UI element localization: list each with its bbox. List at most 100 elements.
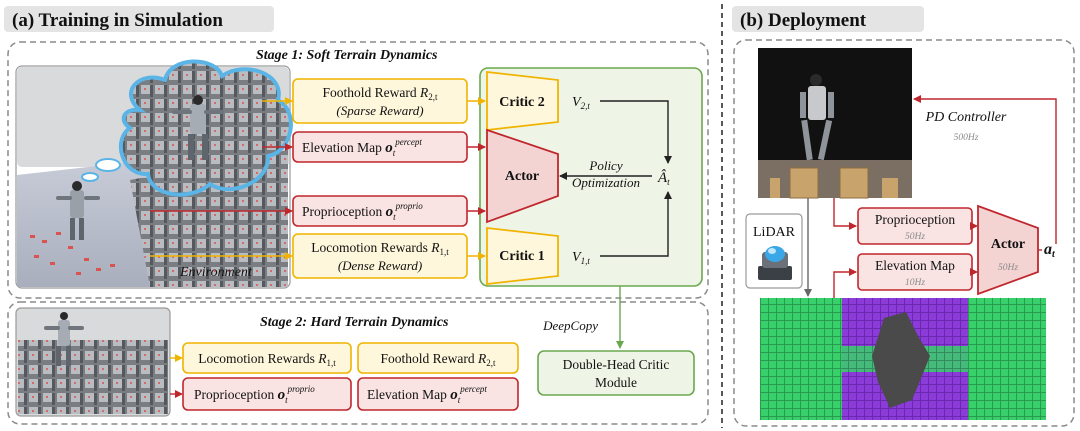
locomotion-rewards-label: Locomotion Rewards — [311, 240, 428, 255]
pd-controller-freq: 500Hz — [954, 133, 979, 143]
critic-module-line2: Module — [595, 375, 637, 390]
pd-controller-label: PD Controller — [925, 110, 1007, 125]
foothold-reward-note: (Sparse Reward) — [336, 103, 423, 118]
deploy-elevation-box: Elevation Map 10Hz — [857, 253, 973, 291]
svg-text:Elevation Map otpercept: Elevation Map otpercept — [367, 384, 487, 405]
critic-module-line1: Double-Head Critic — [563, 357, 670, 372]
v1-label: V1,t — [572, 250, 590, 266]
stage1-frame — [7, 41, 709, 299]
stage2-elevation-label: Elevation Map — [367, 387, 447, 402]
deployment-frame — [733, 39, 1075, 427]
svg-text:Locomotion Rewards R1,t: Locomotion Rewards R1,t — [311, 240, 449, 257]
stage2-image — [15, 307, 171, 417]
action-label: at — [1044, 241, 1056, 260]
critic2-label: Critic 2 — [499, 95, 544, 110]
stage2-frame — [7, 301, 709, 425]
svg-text:Foothold Reward R2,t: Foothold Reward R2,t — [380, 351, 496, 368]
foothold-reward-box: Foothold Reward R2,t (Sparse Reward) — [292, 78, 468, 124]
proprioception-box: Proprioception otproprio — [292, 195, 468, 227]
stage2-elevation-box: Elevation Map otpercept — [357, 377, 519, 411]
locomotion-rewards-note: (Dense Reward) — [338, 258, 422, 273]
left-panel: (a) Training in Simulation Stage 1: Soft… — [4, 6, 709, 425]
svg-text:Proprioception otproprio: Proprioception otproprio — [302, 201, 423, 222]
deploy-actor-label: Actor — [991, 237, 1025, 252]
double-head-critic-module: Double-Head Critic Module — [537, 350, 695, 396]
proprioception-label: Proprioception — [302, 204, 382, 219]
v1-symbol: V — [572, 250, 582, 265]
elevation-map-symbol: o — [385, 140, 393, 156]
stage2-locomotion-symbol: R — [317, 351, 327, 366]
robot-in-bubble — [172, 95, 224, 160]
proprioception-symbol: o — [386, 204, 394, 220]
stage2-proprioception-sub: t — [285, 395, 288, 405]
advantage-symbol: Â — [657, 169, 668, 186]
action-symbol: a — [1044, 241, 1052, 258]
deploy-proprioception-freq: 50Hz — [905, 232, 925, 242]
stage2-foothold-sub: 2,t — [486, 358, 496, 368]
stage2-proprioception-label: Proprioception — [194, 387, 274, 402]
action-sub: t — [1052, 249, 1056, 260]
elevation-map-box: Elevation Map otpercept — [292, 131, 468, 163]
stage1-title: Stage 1: Soft Terrain Dynamics — [256, 48, 438, 63]
left-panel-title: (a) Training in Simulation — [12, 10, 223, 31]
v2-label: V2,t — [572, 95, 590, 111]
locomotion-rewards-sub: 1,t — [439, 247, 449, 257]
lidar-device: LiDAR — [745, 213, 803, 289]
actor-stage1-label: Actor — [505, 169, 539, 184]
deploy-proprioception-label: Proprioception — [875, 212, 955, 227]
right-title-bg — [732, 6, 924, 32]
right-panel-title: (b) Deployment — [740, 10, 867, 31]
foothold-reward-sub: 2,t — [428, 92, 438, 102]
stage2-elevation-symbol: o — [450, 387, 458, 403]
stage2-locomotion-label: Locomotion Rewards — [198, 351, 315, 366]
svg-text:Proprioception otproprio: Proprioception otproprio — [194, 384, 315, 405]
deepcopy-label: DeepCopy — [542, 318, 598, 333]
v1-sub: 1,t — [581, 256, 591, 266]
foothold-reward-label: Foothold Reward — [322, 85, 416, 100]
policy-opt-line2: Optimization — [572, 175, 640, 190]
environment-label: Environment — [179, 265, 253, 280]
stage2-arrows — [170, 354, 183, 398]
stage1-arrows — [150, 97, 672, 349]
deploy-proprioception-box: Proprioception 50Hz — [857, 207, 973, 245]
elevation-map-sub: t — [393, 148, 396, 158]
critic1: Critic 1 — [486, 226, 559, 286]
elevation-map-visual — [760, 298, 1046, 420]
stage2-foothold-label: Foothold Reward — [380, 351, 474, 366]
real-robot-photo — [758, 48, 912, 199]
right-panel: (b) Deployment PD Controller 500Hz LiDAR — [732, 6, 1075, 427]
critic2: Critic 2 — [486, 70, 559, 132]
deploy-elevation-label: Elevation Map — [875, 258, 955, 273]
stage2-locomotion-box: Locomotion Rewards R1,t — [182, 342, 352, 374]
elevation-map-label: Elevation Map — [302, 140, 382, 155]
proprioception-sub: t — [393, 212, 396, 222]
stage2-elevation-sup: percept — [459, 384, 487, 394]
lidar-label: LiDAR — [753, 225, 796, 240]
robot-small — [56, 181, 100, 240]
critic1-label: Critic 1 — [499, 249, 544, 264]
stage2-elevation-sub: t — [458, 395, 461, 405]
deploy-actor-freq: 50Hz — [998, 263, 1018, 273]
stage2-foothold-symbol: R — [477, 351, 487, 366]
proprioception-sup: proprio — [395, 201, 424, 211]
deploy-actor: Actor 50Hz — [977, 204, 1039, 296]
policy-opt-line1: Policy — [588, 158, 622, 173]
elevation-map-sup: percept — [394, 137, 422, 147]
stage2-proprioception-sup: proprio — [287, 384, 316, 394]
stage2-proprioception-symbol: o — [278, 387, 286, 403]
foothold-reward-symbol: R — [419, 85, 429, 100]
deploy-elevation-freq: 10Hz — [905, 278, 925, 288]
locomotion-rewards-box: Locomotion Rewards R1,t (Dense Reward) — [292, 233, 468, 279]
svg-text:Elevation Map otpercept: Elevation Map otpercept — [302, 137, 422, 158]
stage2-proprioception-box: Proprioception otproprio — [182, 377, 352, 411]
svg-text:Locomotion Rewards R1,t: Locomotion Rewards R1,t — [198, 351, 336, 368]
stage2-foothold-box: Foothold Reward R2,t — [357, 342, 519, 374]
deploy-arrows — [804, 95, 1057, 298]
v2-sub: 2,t — [581, 101, 591, 111]
locomotion-rewards-symbol: R — [430, 240, 440, 255]
svg-text:Foothold Reward R2,t: Foothold Reward R2,t — [322, 85, 438, 102]
left-title-bg — [4, 6, 274, 32]
advantage-label: Ât — [657, 169, 670, 187]
stage2-locomotion-sub: 1,t — [326, 358, 336, 368]
actor-stage1: Actor — [486, 128, 559, 224]
